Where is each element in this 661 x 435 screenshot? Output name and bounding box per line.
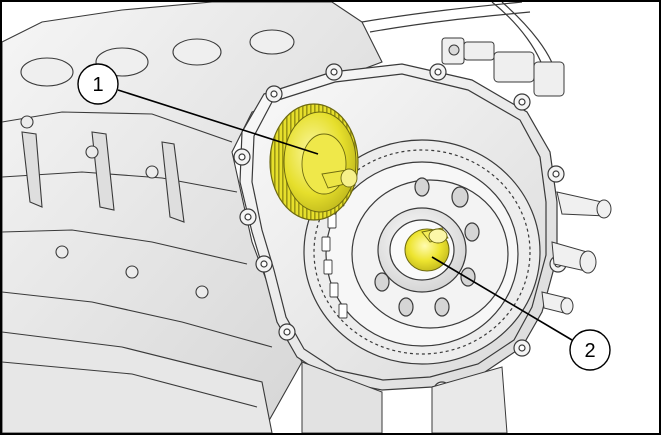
callout-1-leader: [117, 89, 319, 155]
callout-2-leader: [431, 256, 573, 341]
callout-1: 1: [77, 63, 319, 155]
gear-part-1: [269, 103, 359, 221]
callout-2: 2: [431, 256, 611, 371]
callout-2-circle: [569, 329, 611, 371]
callout-1-label: 1: [92, 74, 103, 96]
engine-block: [2, 2, 383, 433]
callout-1-circle: [77, 63, 119, 105]
callout-2-label: 2: [584, 340, 595, 362]
side-bolts: [541, 191, 612, 315]
hose-fitting: [441, 37, 565, 97]
crank-nose-part-2: [404, 227, 450, 272]
lower-bracket: [301, 361, 508, 433]
